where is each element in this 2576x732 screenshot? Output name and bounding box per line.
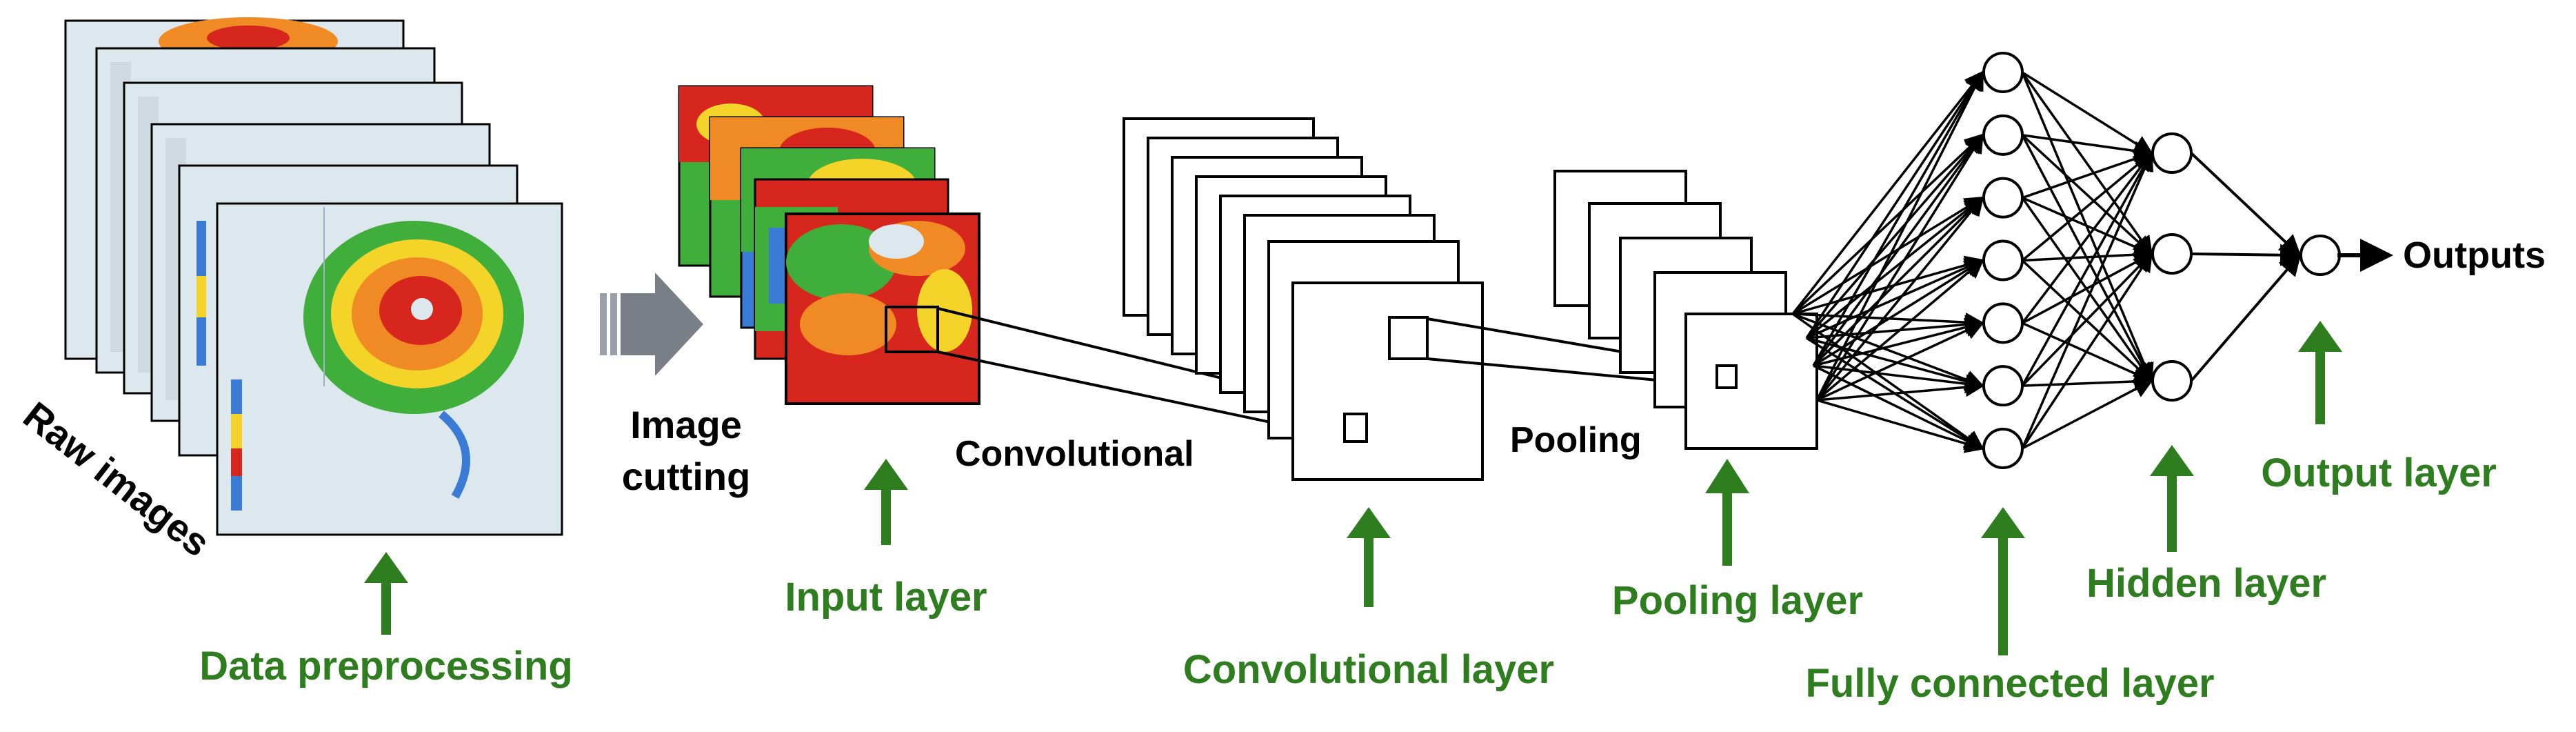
up-arrow-icon bbox=[2150, 445, 2194, 552]
connection-edge bbox=[1812, 133, 1984, 367]
conv-front-map bbox=[1291, 281, 1484, 481]
connection-edge bbox=[2022, 253, 2154, 324]
neuron-icon bbox=[1982, 177, 2024, 219]
neuron-icon bbox=[2300, 235, 2341, 276]
pooling-feature-maps bbox=[1553, 170, 1818, 450]
connection-edge bbox=[2021, 71, 2153, 256]
connection-edge bbox=[2021, 150, 2154, 449]
connection-edge bbox=[1816, 399, 1985, 453]
neuron-icon bbox=[1982, 239, 2024, 281]
connection-edge bbox=[1815, 259, 1984, 402]
input-receptive-field bbox=[885, 306, 939, 353]
up-arrow-icon bbox=[2298, 321, 2342, 424]
neuron-icon bbox=[1982, 365, 2024, 407]
convolutional-label: Convolutional bbox=[955, 434, 1194, 474]
connection-edge bbox=[1816, 321, 1985, 402]
connection-edge bbox=[2022, 149, 2154, 199]
pool-front-map bbox=[1684, 313, 1818, 450]
connection-edge bbox=[1816, 377, 1985, 402]
input-layer-label: Input layer bbox=[785, 575, 987, 620]
connection-edge bbox=[1806, 337, 1985, 391]
neuron-icon bbox=[1982, 302, 2024, 344]
up-arrow-icon bbox=[364, 552, 408, 635]
connection-edge bbox=[2021, 134, 2153, 256]
neuron-icon bbox=[1982, 428, 2024, 469]
neuron-icon bbox=[2151, 360, 2193, 402]
pooling-label: Pooling bbox=[1510, 420, 1642, 460]
fully-connected-layer-label: Fully connected layer bbox=[1805, 661, 2214, 706]
connection-edge bbox=[1815, 70, 1984, 401]
fully-connected-neurons bbox=[1982, 52, 2024, 469]
connection-edge bbox=[1812, 70, 1984, 366]
output-neurons bbox=[2300, 235, 2341, 276]
connection-edge bbox=[1815, 132, 1984, 401]
fc-to-hidden-connections bbox=[2021, 71, 2154, 450]
hidden-layer-label: Hidden layer bbox=[2086, 561, 2326, 606]
connection-edge bbox=[2191, 244, 2302, 266]
connection-edge bbox=[1813, 259, 1984, 367]
pool-unit bbox=[1715, 364, 1738, 389]
pool-to-fc-connections bbox=[1791, 70, 1985, 453]
neuron-icon bbox=[2151, 233, 2193, 275]
raw-images-stack bbox=[64, 17, 563, 536]
connection-edge bbox=[2190, 152, 2302, 257]
conv-pool-window bbox=[1388, 316, 1429, 360]
connection-edge bbox=[2021, 151, 2153, 261]
connection-edge bbox=[2022, 134, 2154, 161]
conv-unit bbox=[1343, 413, 1368, 443]
pooling-layer-label: Pooling layer bbox=[1612, 578, 1863, 623]
connection-edge bbox=[2021, 252, 2153, 387]
input-image-tile-front bbox=[785, 212, 980, 405]
image-cutting-label-line1: Image bbox=[630, 403, 742, 446]
up-arrow-icon bbox=[1347, 507, 1391, 607]
output-layer-label: Output layer bbox=[2261, 451, 2497, 495]
connection-edge bbox=[1805, 196, 1984, 339]
connection-edge bbox=[1815, 195, 1984, 402]
connection-edge bbox=[1805, 70, 1984, 339]
connection-edge bbox=[1805, 133, 1984, 339]
hidden-neurons bbox=[2151, 132, 2193, 402]
connection-edge bbox=[2021, 151, 2153, 324]
neuron-icon bbox=[2151, 132, 2193, 174]
raw-image-typhoon bbox=[216, 202, 563, 536]
connection-edge bbox=[2021, 150, 2153, 387]
connection-edge bbox=[2021, 252, 2153, 449]
up-arrow-icon bbox=[1705, 459, 1749, 566]
connection-edge bbox=[2022, 371, 2154, 391]
connection-edge bbox=[2190, 253, 2302, 382]
connection-edge bbox=[1792, 313, 1985, 389]
connection-edge bbox=[2022, 245, 2154, 265]
up-arrow-icon bbox=[864, 459, 908, 545]
neuron-icon bbox=[1982, 114, 2024, 156]
outputs-label: Outputs bbox=[2403, 235, 2546, 276]
hidden-to-output-connections bbox=[2190, 152, 2302, 382]
connection-edge bbox=[1812, 196, 1984, 367]
connection-edge bbox=[1791, 70, 1984, 315]
up-arrow-icon bbox=[1981, 507, 2025, 655]
neuron-icon bbox=[1982, 52, 2024, 93]
image-cutting-label-line2: cutting bbox=[622, 455, 751, 498]
block-arrow-icon bbox=[600, 273, 703, 376]
connection-edge bbox=[1791, 133, 1984, 315]
connection-edge bbox=[2022, 197, 2154, 257]
connection-edge bbox=[2022, 71, 2153, 155]
convolutional-layer-label: Convolutional layer bbox=[1183, 647, 1554, 692]
input-layer-stack bbox=[678, 85, 980, 405]
connection-edge bbox=[1792, 196, 1984, 315]
convolutional-feature-maps bbox=[1123, 117, 1484, 481]
connection-edge bbox=[2022, 379, 2154, 450]
data-preprocessing-label: Data preprocessing bbox=[199, 644, 573, 689]
